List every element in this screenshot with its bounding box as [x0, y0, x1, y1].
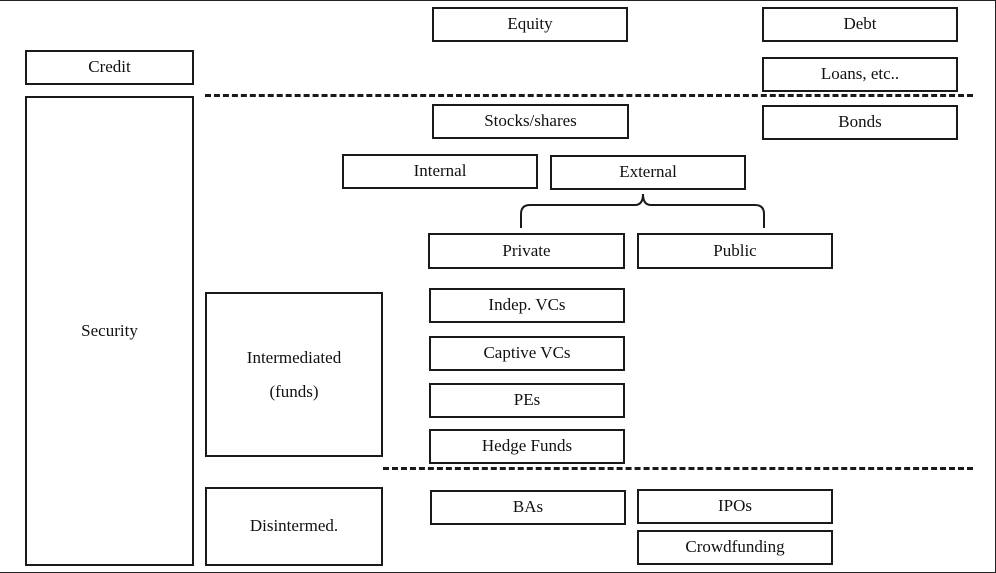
intermediated-sublabel: (funds) — [269, 381, 319, 401]
public-label: Public — [713, 240, 757, 260]
crowdfunding-box: Crowdfunding — [637, 530, 833, 565]
ipos-label: IPOs — [717, 496, 752, 516]
disintermed-label: Disintermed. — [249, 516, 339, 536]
hedge-funds-label: Hedge Funds — [481, 436, 573, 456]
intermediated-label: Intermediated — [246, 347, 342, 367]
external-label: External — [619, 162, 677, 182]
indep-vcs-box: Indep. VCs — [429, 288, 625, 323]
loans-box: Loans, etc.. — [762, 57, 958, 92]
stocks-box: Stocks/shares — [432, 104, 629, 139]
internal-box: Internal — [342, 154, 538, 189]
upper-dashed-separator — [205, 94, 973, 97]
credit-label: Credit — [88, 57, 131, 77]
captive-vcs-box: Captive VCs — [429, 336, 625, 371]
internal-label: Internal — [413, 161, 467, 181]
crowdfunding-label: Crowdfunding — [685, 537, 785, 557]
equity-label: Equity — [507, 14, 553, 34]
security-box: Security — [25, 96, 194, 566]
pes-label: PEs — [513, 390, 541, 410]
security-label: Security — [81, 320, 138, 340]
ipos-box: IPOs — [637, 489, 833, 524]
lower-dashed-separator — [383, 467, 973, 470]
bas-label: BAs — [512, 497, 544, 517]
equity-box: Equity — [432, 7, 628, 42]
external-box: External — [550, 155, 746, 190]
private-label: Private — [502, 240, 551, 260]
hedge-funds-box: Hedge Funds — [429, 429, 625, 464]
public-box: Public — [637, 233, 833, 269]
captive-vcs-label: Captive VCs — [483, 343, 571, 363]
disintermed-box: Disintermed. — [205, 487, 383, 566]
debt-box: Debt — [762, 7, 958, 42]
external-brace — [520, 193, 765, 228]
stocks-label: Stocks/shares — [484, 111, 577, 131]
debt-label: Debt — [843, 14, 877, 34]
bas-box: BAs — [430, 490, 626, 525]
loans-label: Loans, etc.. — [820, 64, 900, 84]
private-box: Private — [428, 233, 625, 269]
pes-box: PEs — [429, 383, 625, 418]
intermediated-box: Intermediated (funds) — [205, 292, 383, 457]
indep-vcs-label: Indep. VCs — [488, 295, 566, 315]
credit-box: Credit — [25, 50, 194, 85]
bonds-box: Bonds — [762, 105, 958, 140]
bonds-label: Bonds — [838, 112, 882, 132]
